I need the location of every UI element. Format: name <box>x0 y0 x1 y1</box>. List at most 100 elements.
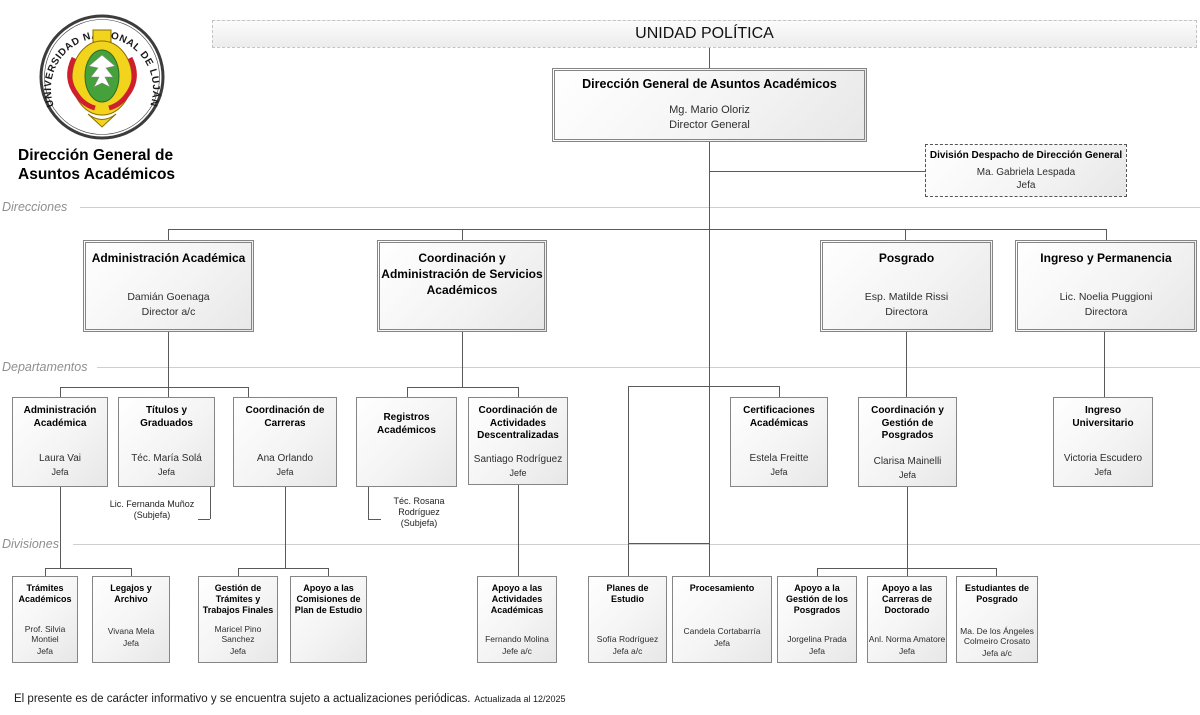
person-name: Maricel Pino Sanchez <box>214 623 262 645</box>
person-name: Clarisa Mainelli <box>873 456 942 467</box>
box-person: Vivana Mela Jefa <box>108 626 155 648</box>
connector-line <box>1104 332 1105 397</box>
box-person: Santiago Rodríguez Jefe <box>474 454 562 479</box>
person-name: Jorgelina Prada <box>787 634 847 644</box>
box-title: Certificaciones Académicas <box>743 405 815 429</box>
org-box-div-procesamiento: Procesamiento Candela Cortabarría Jefa <box>672 576 772 663</box>
person-role: Jefa <box>770 467 788 477</box>
person-name: Anl. Norma Amatore <box>868 634 946 644</box>
person-name: Prof. Silvia Montiel <box>24 623 66 645</box>
connector-line <box>462 332 463 387</box>
connector-line <box>198 519 210 520</box>
person-name: Victoria Escudero <box>1063 453 1143 464</box>
box-person: Estela Freitte Jefa <box>750 453 809 478</box>
connector-line <box>60 487 61 568</box>
person-role: Jefa <box>898 645 916 656</box>
subjefa-note-titulos: Lic. Fernanda Muñoz (Subjefa) <box>109 499 195 520</box>
box-title: Títulos y Graduados <box>140 405 193 429</box>
box-person: Prof. Silvia Montiel Jefa <box>13 624 77 657</box>
footer-note: El presente es de carácter informativo y… <box>14 693 566 705</box>
section-label-direcciones: Direcciones <box>2 200 68 214</box>
connector-line <box>709 142 710 576</box>
connector-line <box>709 171 925 172</box>
box-title: Apoyo a la Gestión de los Posgrados <box>785 583 848 615</box>
person-name: Esp. Matilde Rissi <box>864 291 949 303</box>
org-box-dir-coordinacion-servicios: Coordinación y Administración de Servici… <box>377 240 547 332</box>
box-title: Gestión de Trámites y Trabajos Finales <box>202 583 274 615</box>
person-name: Ma. Gabriela Lespada <box>976 167 1076 178</box>
connector-line <box>462 229 463 240</box>
section-rule <box>80 207 1200 208</box>
connector-line <box>168 229 1106 230</box>
org-box-dep-actividades-descentralizadas: Coordinación de Actividades Descentraliz… <box>468 397 568 485</box>
person-role: Jefa <box>229 645 247 656</box>
box-person: Ana Orlando Jefa <box>257 453 313 478</box>
person-name: Ma. De los Ángeles Colmeiro Crosato <box>960 625 1034 647</box>
box-title: Apoyo a las Carreras de Doctorado <box>881 583 933 615</box>
unidad-politica-banner: UNIDAD POLÍTICA <box>212 20 1197 48</box>
org-box-dep-coordinacion-carreras: Coordinación de Carreras Ana Orlando Jef… <box>233 397 337 487</box>
box-person: Anl. Norma Amatore Jefa <box>869 634 946 656</box>
org-box-div-apoyo-carreras-doctorado: Apoyo a las Carreras de Doctorado Anl. N… <box>867 576 947 663</box>
section-label-departamentos: Departamentos <box>2 360 88 374</box>
box-title: División Despacho de Dirección General <box>929 150 1123 161</box>
person-name: Vivana Mela <box>107 626 155 636</box>
footer-updated-text: Actualizada al 12/2025 <box>474 694 566 704</box>
org-box-direccion-general: Dirección General de Asuntos Académicos … <box>552 68 867 142</box>
org-box-dep-registros-academicos: Registros Académicos <box>356 397 457 487</box>
box-person: Ma. De los Ángeles Colmeiro Crosato Jefa… <box>957 626 1037 659</box>
box-person: Laura Vai Jefa <box>39 453 81 478</box>
person-role: Jefa <box>1094 467 1112 477</box>
box-person: Lic. Noelia Puggioni Directora <box>1060 290 1153 319</box>
box-title: Dirección General de Asuntos Académicos <box>582 77 837 91</box>
person-role: Jefa <box>276 467 294 477</box>
box-title: Posgrado <box>878 251 935 265</box>
connector-line <box>168 332 169 387</box>
person-role: Director a/c <box>141 306 196 318</box>
connector-line <box>168 229 169 240</box>
box-person: Esp. Matilde Rissi Directora <box>865 290 948 319</box>
box-person: Fernando Molina Jefe a/c <box>485 634 549 656</box>
connector-line <box>628 386 629 543</box>
connector-line <box>60 387 61 397</box>
org-box-dep-gestion-posgrados: Coordinación y Gestión de Posgrados Clar… <box>858 397 957 487</box>
box-title: Procesamiento <box>689 583 755 593</box>
org-box-div-gestion-tramites-finales: Gestión de Trámites y Trabajos Finales M… <box>198 576 278 663</box>
person-role: Jefa a/c <box>982 647 1012 658</box>
box-title: Registros Académicos <box>377 412 436 436</box>
box-title: Estudiantes de Posgrado <box>964 583 1029 604</box>
box-title: Coordinación y Administración de Servici… <box>381 251 543 297</box>
connector-line <box>368 519 381 520</box>
connector-line <box>1106 229 1107 240</box>
org-box-dep-certificaciones-academicas: Certificaciones Académicas Estela Freitt… <box>730 397 828 487</box>
box-person: Candela Cortabarría Jefa <box>683 626 760 648</box>
connector-line <box>817 568 996 569</box>
box-title: Coordinación y Gestión de Posgrados <box>871 405 944 441</box>
connector-line <box>996 568 997 576</box>
org-box-div-legajos-archivo: Legajos y Archivo Vivana Mela Jefa <box>92 576 170 663</box>
logo-caption-line1: Dirección General de <box>18 147 174 164</box>
box-title: Apoyo a las Actividades Académicas <box>490 583 544 615</box>
person-role: Jefe a/c <box>502 645 532 656</box>
connector-line <box>45 568 131 569</box>
org-box-div-apoyo-actividades-academicas: Apoyo a las Actividades Académicas Ferna… <box>477 576 557 663</box>
connector-line <box>628 543 629 576</box>
person-name: Fernando Molina <box>485 634 549 644</box>
section-rule <box>73 544 1200 545</box>
connector-line <box>518 387 519 398</box>
logo-caption: Dirección General de Asuntos Académicos <box>18 146 175 184</box>
org-box-division-despacho: División Despacho de Dirección General M… <box>925 144 1127 197</box>
box-person: Maricel Pino Sanchez Jefa <box>199 624 277 657</box>
connector-line <box>628 386 779 387</box>
connector-line <box>60 387 248 388</box>
person-role: Directora <box>1084 306 1128 318</box>
box-title: Coordinación de Actividades Descentraliz… <box>477 405 559 441</box>
person-role: Jefa <box>122 637 140 648</box>
connector-line <box>238 568 328 569</box>
connector-line <box>368 485 369 519</box>
connector-line <box>45 568 46 576</box>
box-person: Clarisa Mainelli Jefa <box>874 456 942 481</box>
subjefa-note-registros: Téc. Rosana Rodríguez (Subjefa) <box>393 496 445 528</box>
person-role: Director General <box>669 119 750 131</box>
box-person: Sofía Rodríguez Jefa a/c <box>597 634 658 656</box>
